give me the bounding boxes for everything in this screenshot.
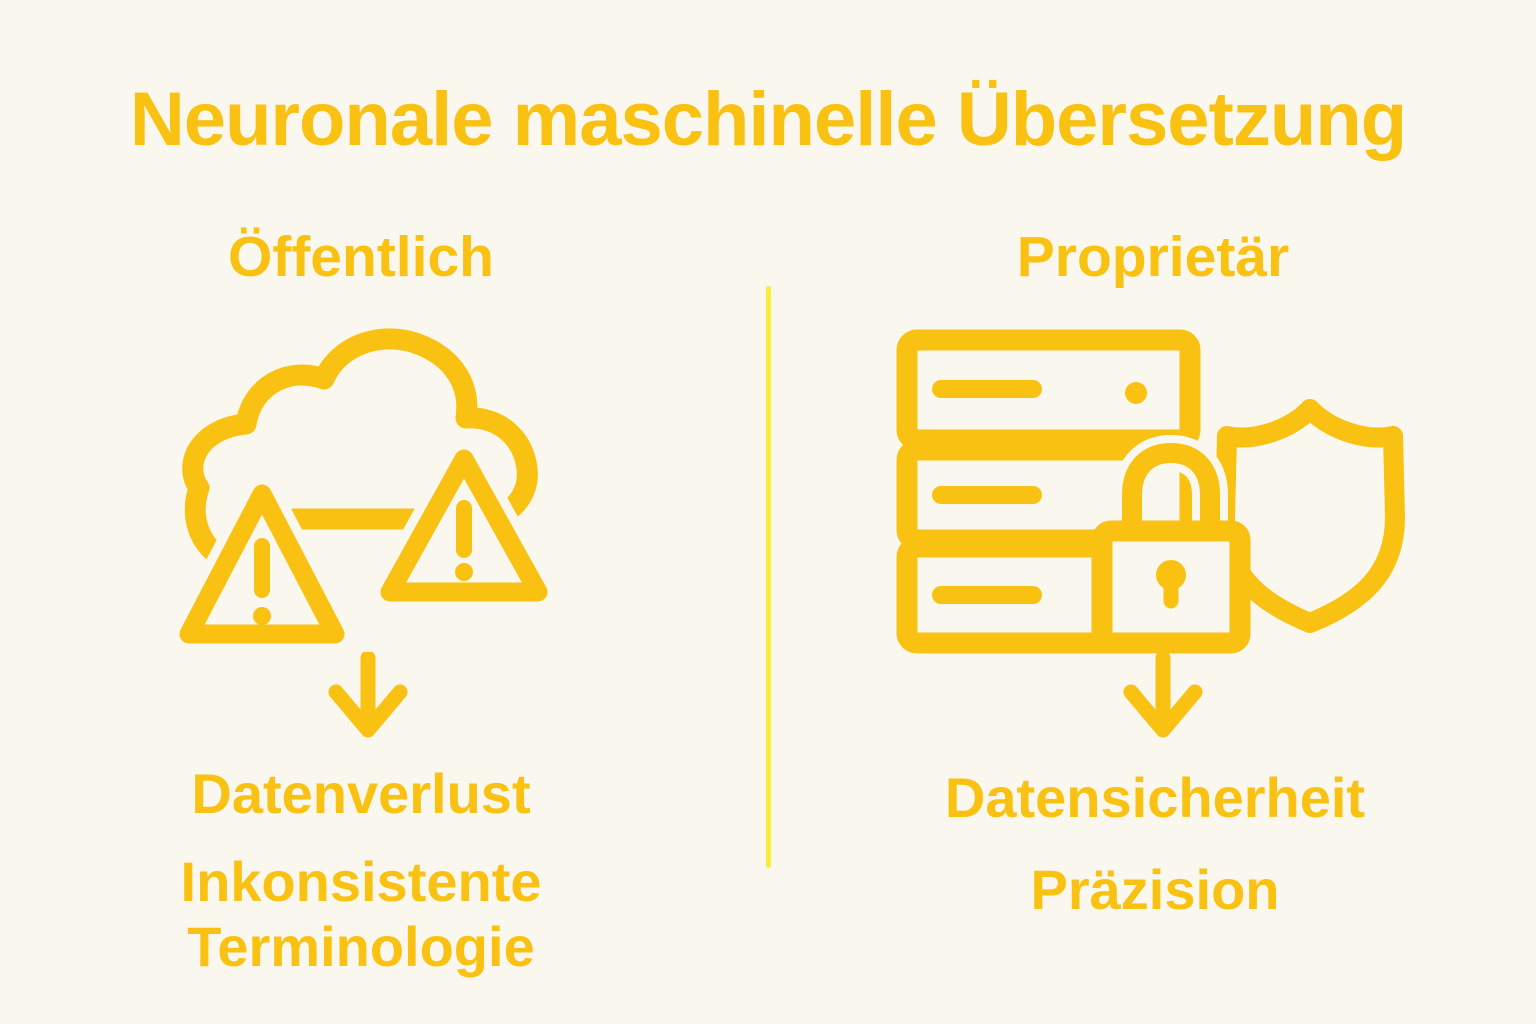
cloud-warning-icon	[172, 328, 557, 653]
outcome-praezision: Präzision	[1030, 858, 1280, 921]
page-title: Neuronale maschinelle Übersetzung	[129, 77, 1407, 162]
outcome-datensicherheit: Datensicherheit	[944, 766, 1366, 829]
warning-triangle-icon	[172, 475, 354, 653]
server-lock-shield-icon	[896, 329, 1405, 654]
column-public-header: Öffentlich	[228, 225, 494, 289]
warning-triangle-icon	[371, 440, 557, 611]
cloud-icon	[182, 328, 538, 573]
outcome-datenverlust: Datenverlust	[191, 762, 531, 825]
outcome-inkonsistente-terminologie: Inkonsistente Terminologie	[180, 850, 542, 978]
down-arrow-icon	[328, 652, 408, 738]
column-divider	[766, 286, 771, 868]
shield-icon	[1215, 399, 1405, 633]
down-arrow-icon	[1123, 652, 1203, 738]
column-proprietary-header: Proprietär	[1016, 225, 1290, 289]
lock-icon	[1091, 435, 1251, 654]
